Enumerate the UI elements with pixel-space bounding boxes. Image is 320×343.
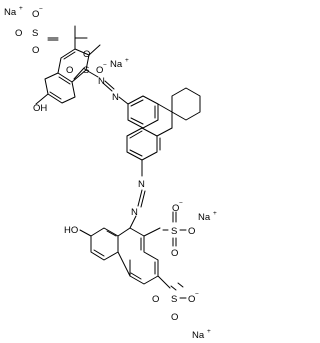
azo-nitrogen-3: N xyxy=(138,179,145,190)
azo-nitrogen-4: N xyxy=(131,207,138,218)
sulfur-4: S xyxy=(171,294,177,305)
upper-naphthalene xyxy=(35,25,129,105)
sodium-charge-3: + xyxy=(213,210,217,217)
oxide-charge-1: − xyxy=(39,6,43,13)
sodium-ion-3: Na xyxy=(198,212,211,223)
central-core xyxy=(126,87,201,229)
sodium-charge-4: + xyxy=(207,328,211,335)
lower-naphthalene xyxy=(79,211,187,299)
sodium-ion-2: Na xyxy=(110,59,123,70)
oxygen-1b: O xyxy=(32,45,39,56)
sulfur-3: S xyxy=(171,226,177,237)
oxygen-3b: O xyxy=(171,248,178,259)
hydroxy-2: HO xyxy=(64,225,78,236)
oxide-1: O xyxy=(32,9,39,20)
sulfur-2: S xyxy=(83,65,89,76)
oxygen-4b: O xyxy=(171,312,178,323)
azo-nitrogen-1: N xyxy=(98,76,105,87)
sodium-charge-1: + xyxy=(19,5,23,12)
sulfur-1: S xyxy=(32,28,38,39)
hydroxy-1: OH xyxy=(33,103,47,114)
oxide-3: O xyxy=(172,203,179,214)
oxygen-1a: O xyxy=(15,28,22,39)
azo-nitrogen-2: N xyxy=(112,92,119,103)
oxide-charge-2: − xyxy=(103,62,107,69)
chemical-structure-diagram: Na + O − S O O S O O − O Na + OH N N N N… xyxy=(4,5,217,341)
sodium-ion-1: Na xyxy=(4,7,17,18)
oxygen-3a: O xyxy=(188,226,195,237)
oxygen-4a: O xyxy=(152,294,159,305)
sodium-ion-4: Na xyxy=(192,330,205,341)
oxide-charge-4: − xyxy=(195,291,199,298)
oxide-charge-3: − xyxy=(179,200,183,207)
oxygen-2c: O xyxy=(83,49,90,60)
oxygen-2b: O xyxy=(96,65,103,76)
oxide-4: O xyxy=(188,294,195,305)
sodium-charge-2: + xyxy=(125,57,129,64)
oxygen-2a: O xyxy=(66,65,73,76)
